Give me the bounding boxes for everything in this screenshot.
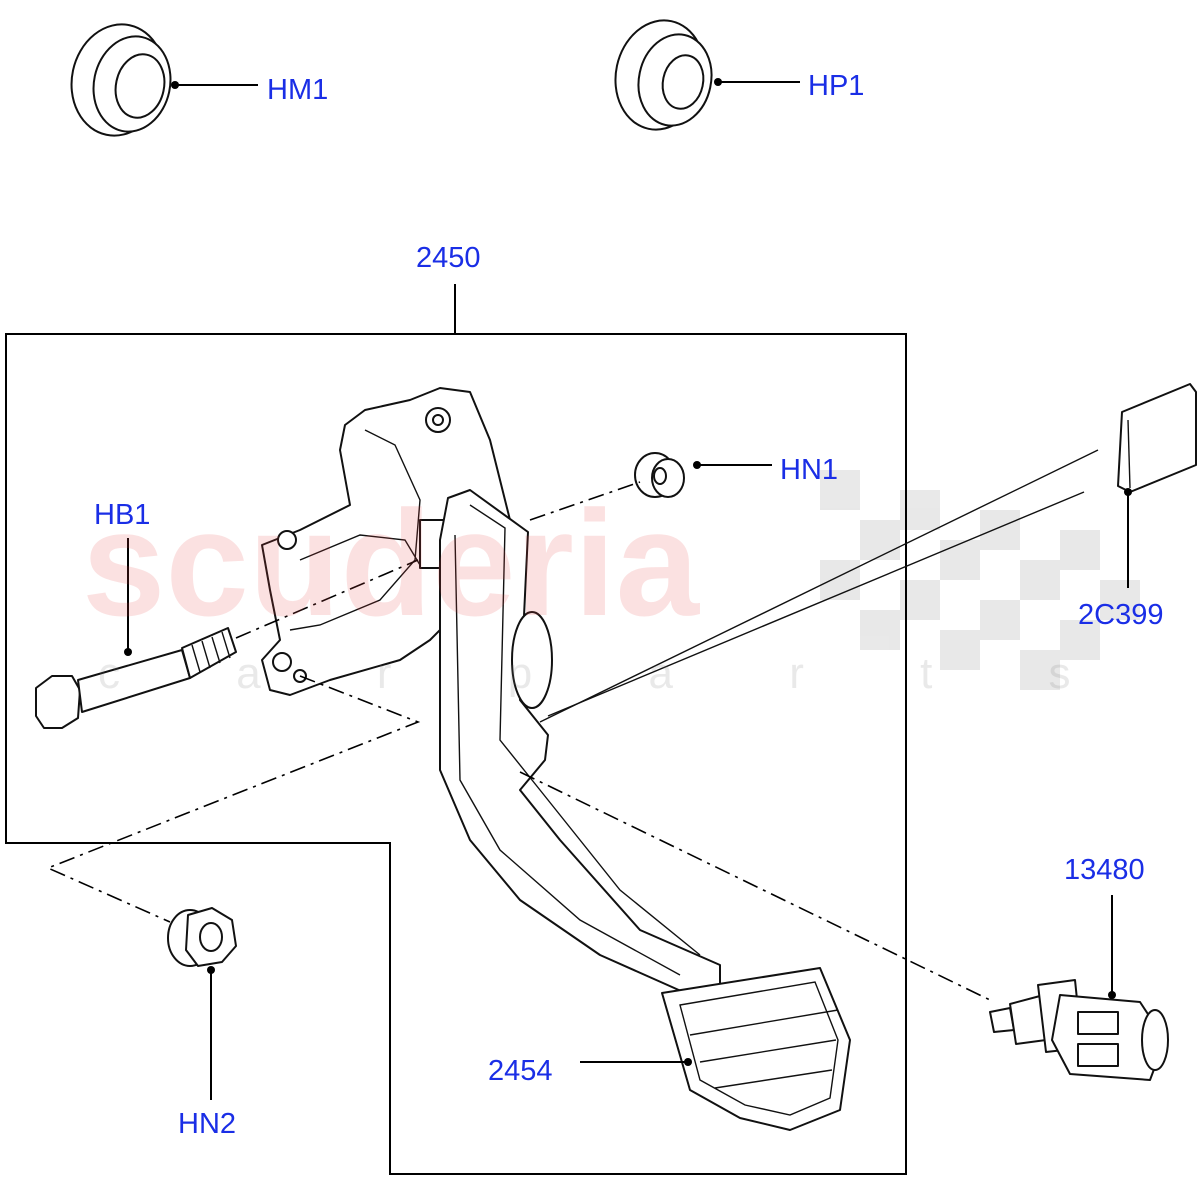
grommet-hm1[interactable] [61,16,179,145]
callout-13480[interactable]: 13480 [1064,854,1145,886]
callout-hn2[interactable]: HN2 [178,1108,237,1140]
axis-hb1 [235,559,419,639]
callout-hn1[interactable]: HN1 [780,454,839,486]
brake-pedal-arm[interactable] [439,489,721,996]
axis-13480 [519,771,991,1001]
nut-hn2[interactable] [167,907,237,974]
axis-hn1 [529,481,641,521]
pedal-pad[interactable] [661,967,851,1131]
bolt-hb1[interactable] [35,627,237,729]
pedal-pad-cover[interactable] [1117,383,1197,496]
callout-2454[interactable]: 2454 [488,1055,553,1087]
assembly-boundary [5,284,907,1175]
callout-hp1[interactable]: HP1 [808,70,865,102]
axis-hn2 [45,675,421,923]
watermark-carparts: c a r p a r t s [98,649,1123,698]
callout-hb1[interactable]: HB1 [94,499,151,531]
callout-2c399[interactable]: 2C399 [1078,599,1164,631]
stop-lamp-switch[interactable] [989,979,1169,1081]
guide-2c399-lower [547,491,1085,717]
callout-hm1[interactable]: HM1 [267,74,329,106]
guide-2c399-upper [539,449,1099,723]
watermark-scuderia: scuderia [82,479,699,647]
grommet-hp1[interactable] [606,12,722,138]
callout-2450[interactable]: 2450 [416,242,481,274]
checkered-flag-watermark [820,470,1140,690]
